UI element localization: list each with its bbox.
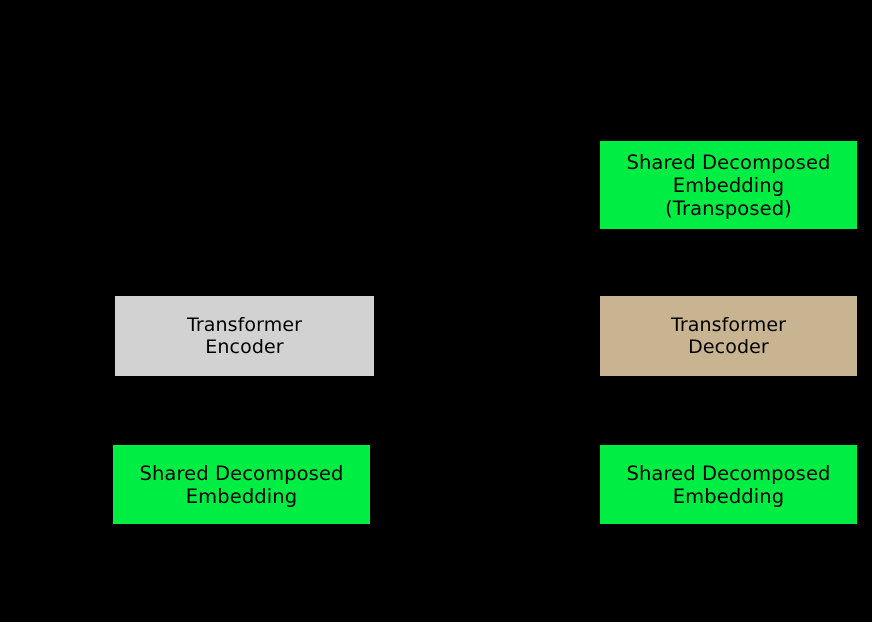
node-transformer-encoder: Transformer Encoder <box>115 296 374 376</box>
node-transformer-decoder: Transformer Decoder <box>600 296 857 376</box>
node-shared-decomposed-embedding-encoder-input: Shared Decomposed Embedding <box>113 445 370 524</box>
node-shared-decomposed-embedding-transposed: Shared Decomposed Embedding (Transposed) <box>600 141 857 229</box>
node-shared-decomposed-embedding-decoder-input: Shared Decomposed Embedding <box>600 445 857 524</box>
